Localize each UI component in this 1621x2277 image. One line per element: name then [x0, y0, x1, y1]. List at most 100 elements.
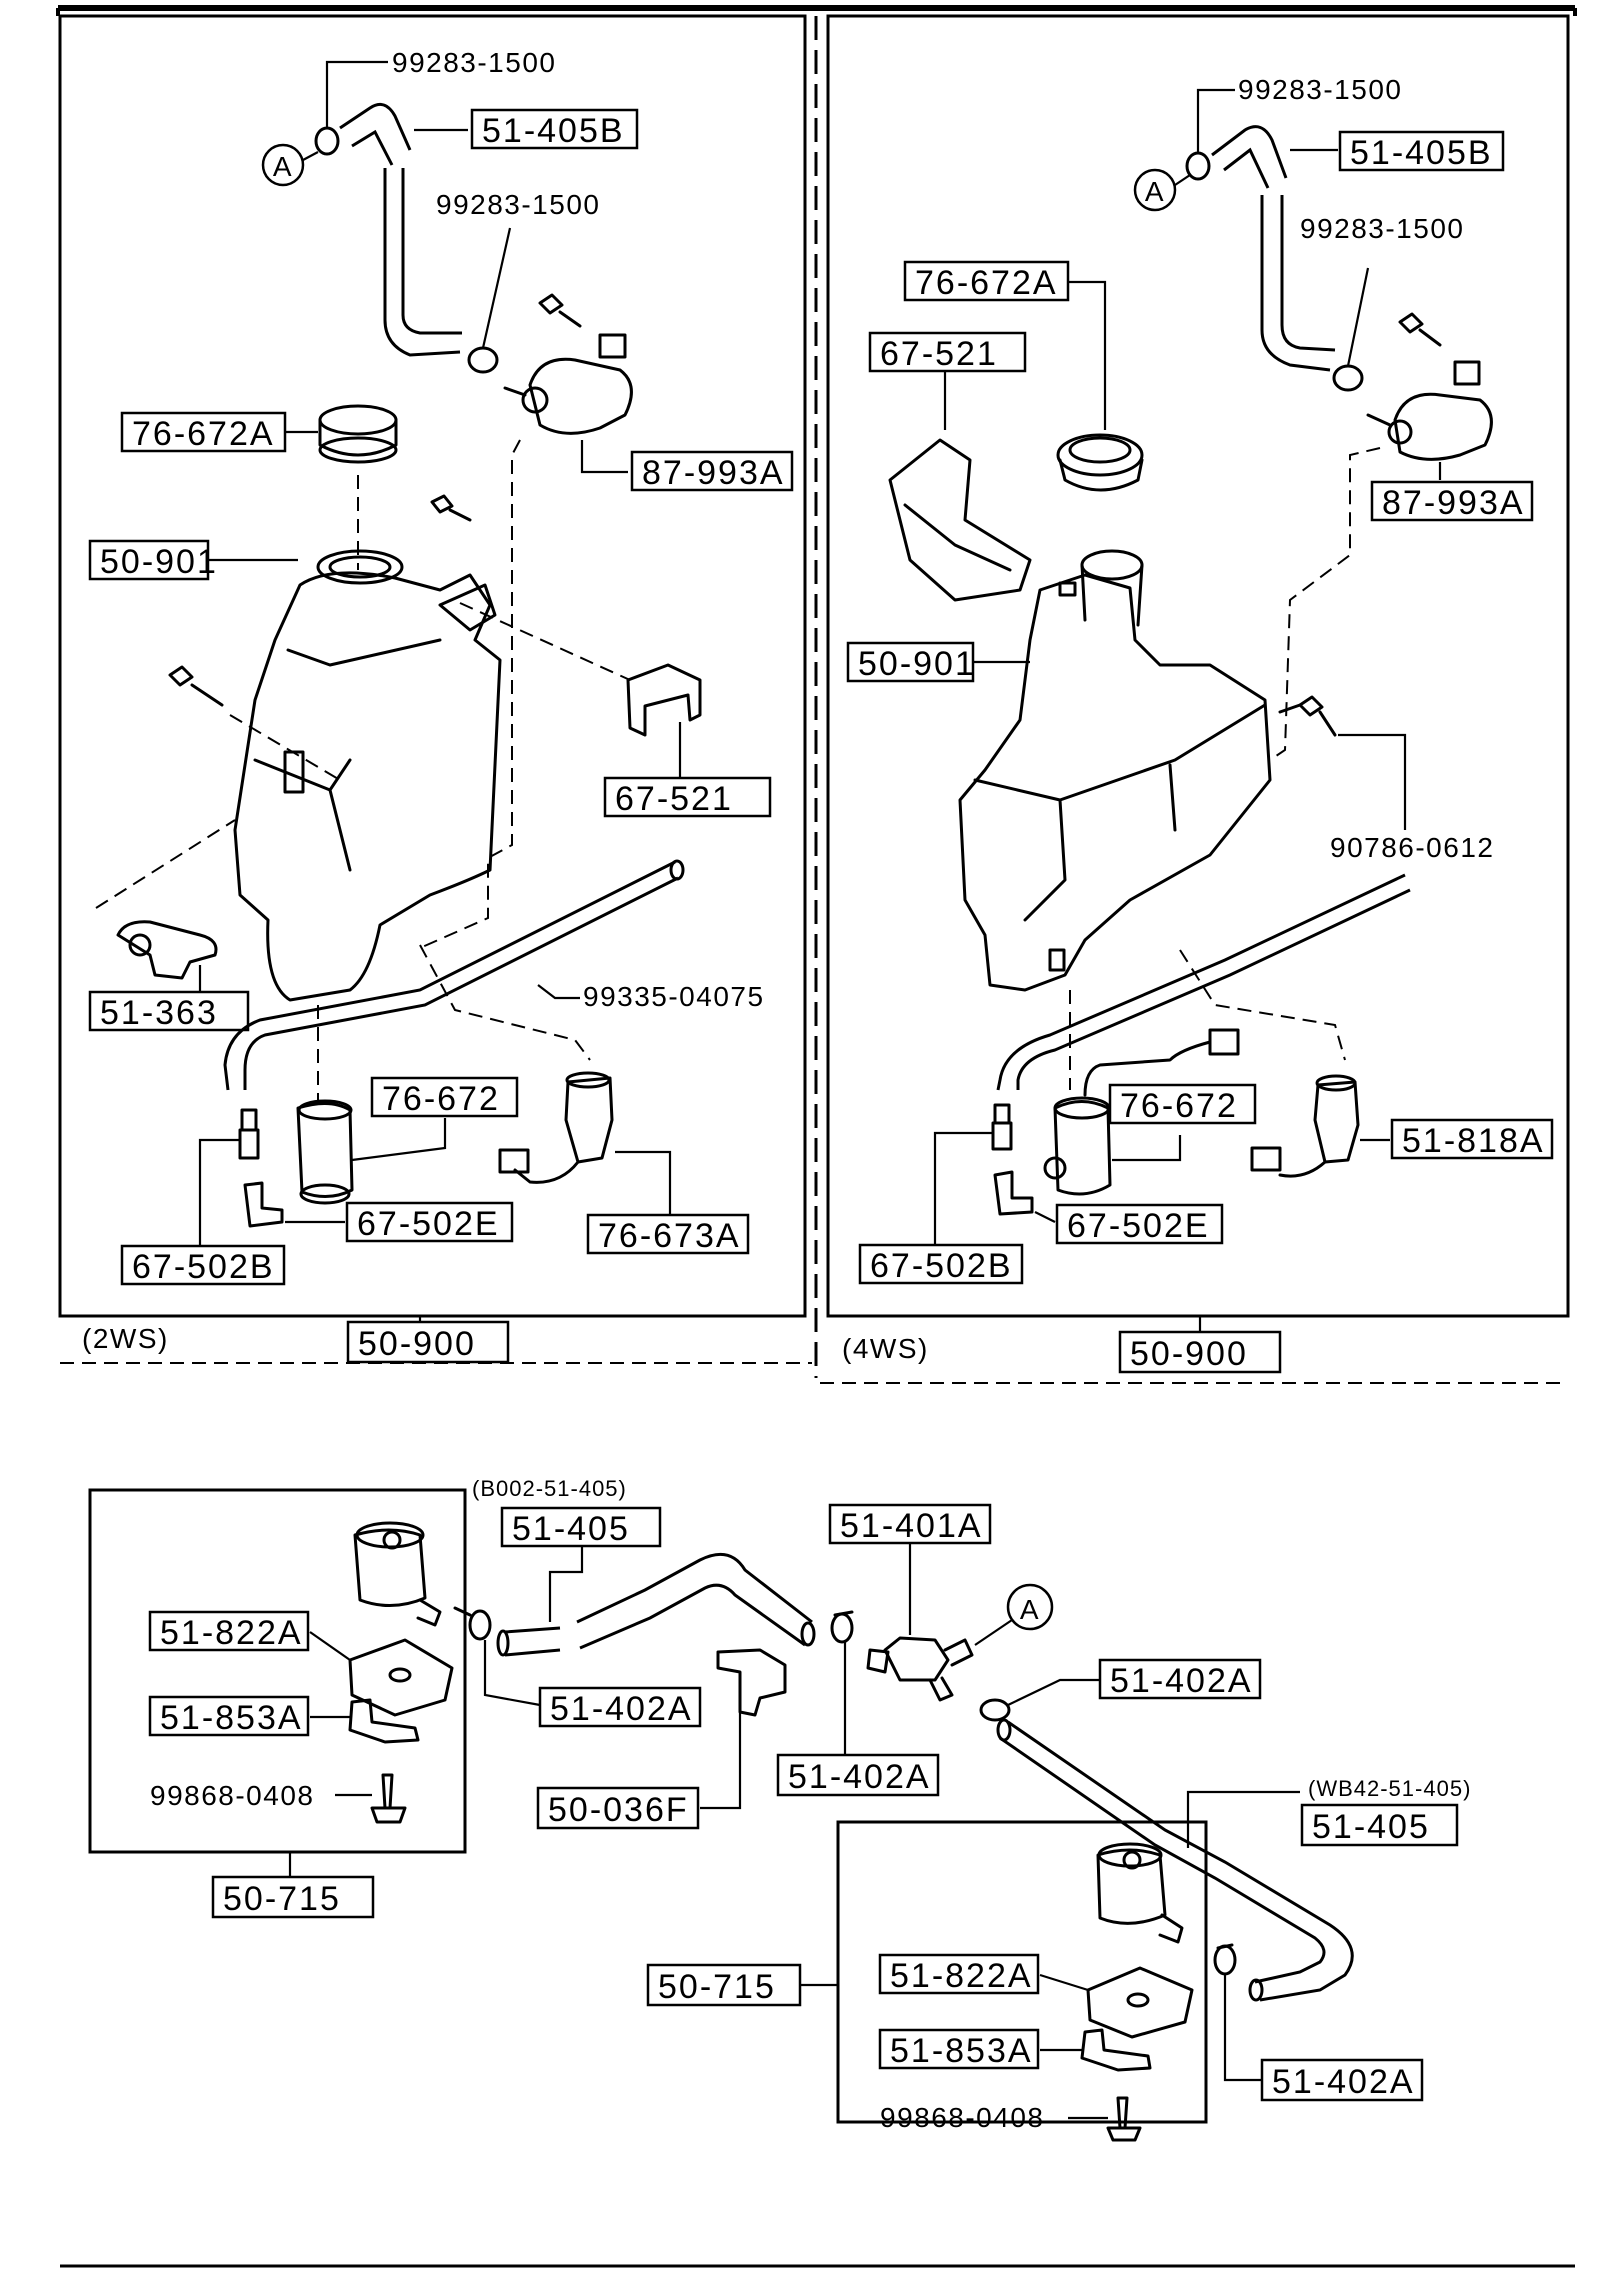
upper-hose-straight [1260, 195, 1336, 372]
label-pump: 76-672 [1120, 1087, 1238, 1125]
bolt-icon [1278, 695, 1337, 737]
hose-clip-middle [467, 346, 499, 374]
label-motor-upper: 87-993A [642, 454, 785, 492]
hose-clamp [979, 1698, 1011, 1722]
mount-bracket [888, 438, 1032, 602]
callout-letter: A [1145, 176, 1165, 207]
label-motor-lower: 51-818A [1402, 1122, 1545, 1160]
panel-2ws: A 99283-1500 51-405B 99283-1500 [82, 47, 794, 1364]
label-clamp-4: 51-402A [1272, 2063, 1415, 2101]
label-assembly: 50-900 [358, 1325, 476, 1363]
label-joint-b: 67-502B [870, 1247, 1013, 1285]
diagram-frame [56, 5, 1577, 2268]
washer-nozzle-right [1096, 1842, 1184, 1944]
nozzle-grommet-right [1086, 1966, 1194, 2039]
label-screw-a: 99868-0408 [150, 1780, 314, 1811]
label-joint-b: 67-502B [132, 1248, 275, 1286]
screw-icon [1106, 2096, 1142, 2142]
callout-letter: A [273, 151, 293, 182]
label-hose-right-code: (WB42-51-405) [1308, 1776, 1471, 1801]
label-clip-a: 51-853A [160, 1699, 303, 1737]
bolt-icon [1398, 312, 1442, 347]
label-stay: 51-363 [100, 994, 218, 1032]
callout-a-4ws: A [1133, 168, 1191, 212]
reservoir-cap [318, 404, 398, 464]
washer-motor-upper [503, 333, 633, 435]
label-nozzle-right: 50-715 [658, 1968, 776, 2006]
label-connector: 51-401A [840, 1507, 983, 1545]
bolt-icon [168, 665, 224, 707]
hose-clamp [453, 1606, 492, 1641]
label-assembly: 50-900 [1130, 1335, 1248, 1373]
label-cap: 76-672A [915, 264, 1058, 302]
bottom-section: 51-822A 51-853A 99868-0408 50-715 (B002-… [88, 1476, 1471, 2142]
upper-hose-elbow [339, 102, 412, 166]
hose-joint-b [991, 1103, 1013, 1151]
label-nozzle-left: 50-715 [223, 1880, 341, 1918]
label-motor-upper: 87-993A [1382, 484, 1525, 522]
label-bracket: 67-521 [880, 335, 998, 373]
label-hose-upper: 51-405B [482, 112, 625, 150]
hose-joint-b [238, 1108, 260, 1160]
label-motor-lower: 76-673A [598, 1217, 741, 1255]
stay-bracket [116, 920, 218, 980]
nozzle-kit-left-frame [88, 1488, 467, 1854]
nozzle-grommet-left [348, 1638, 454, 1717]
label-clamp-3: 51-402A [1110, 1662, 1253, 1700]
mount-bracket [626, 663, 702, 737]
upper-hose-elbow [1211, 125, 1288, 189]
label-pump: 76-672 [382, 1080, 500, 1118]
washer-pump [296, 1099, 354, 1205]
label-hose-left-code: (B002-51-405) [472, 1476, 627, 1501]
label-bracket: 67-521 [615, 780, 733, 818]
label-hose-right: 51-405 [1312, 1808, 1430, 1846]
reservoir-tank [233, 549, 502, 1002]
label-holder: 50-036F [548, 1791, 689, 1829]
panel-4ws: A 99283-1500 51-405B 99283-1500 87-993A [842, 74, 1554, 1374]
nozzle-kit-right-frame [836, 1820, 1208, 2124]
label-clamp-2: 51-402A [788, 1758, 931, 1796]
washer-motor-lower [1250, 1074, 1360, 1178]
callout-a-bottom: A [974, 1583, 1054, 1646]
hose-joint-e [993, 1170, 1034, 1216]
bolt-icon [538, 293, 582, 328]
callout-letter: A [1020, 1594, 1040, 1625]
label-bolt: 90786-0612 [1330, 832, 1494, 863]
label-clip-b: 51-853A [890, 2032, 1033, 2070]
three-way-connector [866, 1636, 974, 1702]
washer-motor-lower [498, 1071, 614, 1184]
reservoir-cap [1056, 433, 1144, 492]
hose-right-segment [996, 1718, 1354, 2002]
hose-clamp [1213, 1943, 1237, 1976]
callout-a-2ws: A [261, 143, 319, 187]
washer-motor-upper [1366, 360, 1493, 461]
nozzle-clip-right [1080, 2028, 1152, 2072]
label-screw-b: 99868-0408 [880, 2102, 1044, 2133]
label-hose-lower: 99335-04075 [583, 981, 765, 1012]
washer-nozzle-left [353, 1521, 442, 1627]
reservoir-tank [958, 549, 1272, 992]
washer-pump [1043, 1096, 1112, 1196]
label-clip-mid: 99283-1500 [1300, 213, 1464, 244]
label-clip-mid: 99283-1500 [436, 189, 600, 220]
label-tank: 50-901 [858, 645, 976, 683]
label-hose-left: 51-405 [512, 1510, 630, 1548]
hose-clip-middle [1332, 364, 1364, 392]
hose-lower [223, 859, 685, 1091]
label-joint-e: 67-502E [357, 1205, 500, 1243]
variant-label: (4WS) [842, 1333, 929, 1364]
label-clamp-1: 51-402A [550, 1690, 693, 1728]
hose-holder [716, 1648, 787, 1717]
hose-left-segment [496, 1552, 816, 1657]
label-grommet-a: 51-822A [160, 1614, 303, 1652]
label-grommet-b: 51-822A [890, 1957, 1033, 1995]
hose-clip-upper [314, 126, 340, 156]
bolt-icon [430, 494, 472, 522]
label-clip-top: 99283-1500 [392, 47, 556, 78]
hose-clamp [830, 1610, 854, 1644]
label-hose-upper: 51-405B [1350, 134, 1493, 172]
nozzle-clip-left [348, 1698, 420, 1744]
label-clip-top: 99283-1500 [1238, 74, 1402, 105]
label-cap: 76-672A [132, 415, 275, 453]
